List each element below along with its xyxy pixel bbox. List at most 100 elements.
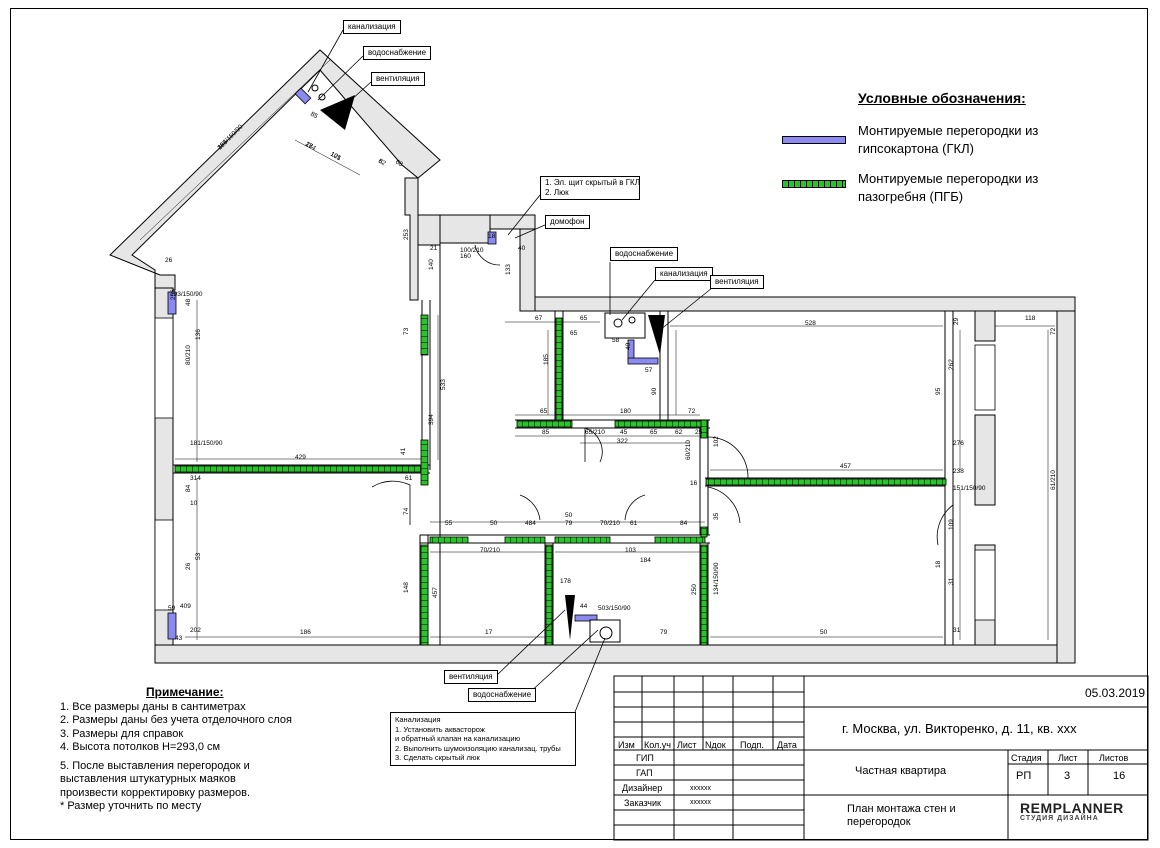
dimension-label: 484	[525, 520, 536, 527]
callout-kanal-mid: канализация	[655, 267, 713, 281]
dimension-label: 121	[329, 151, 342, 163]
note-line: * Размер уточнить по месту	[60, 800, 202, 812]
dimension-label: 102	[713, 436, 720, 447]
dimension-label: 48	[185, 298, 192, 306]
callout-leaders	[307, 29, 713, 713]
dimension-label: 18	[488, 233, 496, 240]
dimension-label: 50	[565, 512, 573, 519]
callout-vodo-bot: водоснабжение	[468, 688, 537, 702]
legend-text-pgb: Монтируемые перегородки из пазогребня (П…	[858, 171, 1039, 204]
dimension-label: 65/210	[585, 429, 605, 436]
dimension-label: 17	[485, 629, 493, 636]
dimension-label: 79	[565, 520, 573, 527]
dimension-label: 151/150/90	[953, 485, 986, 492]
dimension-label: 105	[329, 151, 342, 163]
dimension-lines	[139, 59, 1055, 640]
dimension-label: 193/150/90	[170, 291, 203, 298]
dimension-label: 65	[570, 330, 578, 337]
dimension-label: 85	[309, 111, 319, 121]
tb-stage-label: Стадия	[1011, 753, 1042, 763]
dimension-label: 67	[535, 315, 543, 322]
dimension-label: 256	[170, 289, 177, 300]
callout-vent-bot: вентиляция	[444, 670, 498, 684]
callout-vodo-top: водоснабжение	[363, 46, 432, 60]
outer-walls	[109, 49, 1076, 664]
dimension-label: 118	[1025, 315, 1036, 322]
dimension-label: 238	[953, 468, 964, 475]
pgb-swatch	[782, 180, 846, 188]
dimension-label: 109	[948, 519, 955, 530]
dimension-label: 250	[691, 584, 698, 595]
dimension-label: 95	[935, 387, 942, 395]
dimension-label: 35	[713, 512, 720, 520]
dimension-label: 79	[660, 629, 668, 636]
dimension-label: 84	[185, 484, 192, 492]
dimension-label: 503/150/90	[598, 605, 631, 612]
dimension-label: 61	[630, 520, 638, 527]
interior-walls	[173, 245, 954, 645]
dimension-label: 136	[195, 329, 202, 340]
tb-stage: РП	[1016, 770, 1032, 782]
dimension-label: 26	[165, 257, 173, 264]
dimension-label: 178	[560, 578, 571, 585]
dimension-label: 457	[432, 587, 439, 598]
dimension-label: 80/210	[185, 345, 192, 365]
door-swings	[371, 244, 954, 546]
tb-role-gap: ГАП	[636, 768, 653, 778]
tb-header-list: Лист	[677, 740, 697, 750]
note-line: 1. Все размеры даны в сантиметрах	[60, 700, 246, 713]
callout-kanal-top: канализация	[343, 20, 401, 34]
tb-role-customer: Заказчик	[624, 798, 661, 808]
dimension-label: 31	[953, 627, 961, 634]
dimension-label: 184	[640, 557, 651, 564]
dimension-label: 429	[295, 454, 306, 461]
dimension-label: 59	[168, 605, 176, 612]
dimension-label: 16	[690, 480, 698, 487]
legend-text-gkl: Монтируемые перегородки из гипсокартона …	[858, 123, 1039, 156]
tb-customer-name: xxxxxx	[690, 799, 711, 806]
tb-sheet: 3	[1064, 770, 1071, 782]
dimension-label: 55	[445, 520, 453, 527]
dimension-label: 74	[403, 507, 410, 515]
dimension-label: 409	[180, 603, 191, 610]
dimension-label: 43	[175, 635, 183, 642]
note-line: произвести корректировку размеров.	[60, 786, 251, 799]
dimension-label: 84	[680, 520, 688, 527]
pgb-partitions	[174, 314, 947, 646]
callout-vent-top: вентиляция	[371, 72, 425, 86]
dimension-label: 133	[505, 264, 512, 275]
sheet-title: План монтажа стен и перегородок	[847, 803, 956, 828]
dimension-label: 314	[190, 475, 201, 482]
note-line: 4. Высота потолков H=293,0 см	[60, 741, 221, 753]
dimension-label: 90	[651, 387, 658, 395]
tb-role-designer: Дизайнер	[622, 783, 663, 793]
note-line: 3. Размеры для справок	[60, 727, 184, 740]
dimension-label: 25	[695, 429, 703, 436]
project-type: Частная квартира	[855, 765, 947, 777]
dimension-label: 181/150/90	[190, 440, 223, 447]
tb-sheet-label: Лист	[1058, 753, 1078, 763]
dimension-label: 134/150/90	[713, 562, 720, 595]
dimension-label: 28	[304, 141, 314, 151]
tb-header-podp: Подп.	[740, 740, 764, 750]
dimension-label: 65	[540, 408, 548, 415]
tb-sheets: 16	[1113, 770, 1126, 782]
dimension-label: 65	[650, 429, 658, 436]
legend-title: Условные обозначения:	[858, 90, 1026, 106]
callout-vent-mid: вентиляция	[710, 275, 764, 289]
dimension-label: 72	[1050, 327, 1057, 335]
dimension-label: 70/210	[600, 520, 620, 527]
dimension-label: 29	[953, 317, 960, 325]
dimension-label: 253	[403, 229, 410, 240]
dimension-label: 21	[430, 245, 438, 252]
dimension-label: 40	[625, 342, 632, 350]
dimension-label: 40	[518, 245, 526, 252]
dimension-label: 57	[645, 367, 653, 374]
dimension-label: 174	[304, 141, 317, 153]
dimension-label: 160	[460, 253, 471, 260]
dimension-label: 180	[620, 408, 631, 415]
dimension-label: 72	[688, 408, 696, 415]
dimension-label: 262	[948, 359, 955, 370]
